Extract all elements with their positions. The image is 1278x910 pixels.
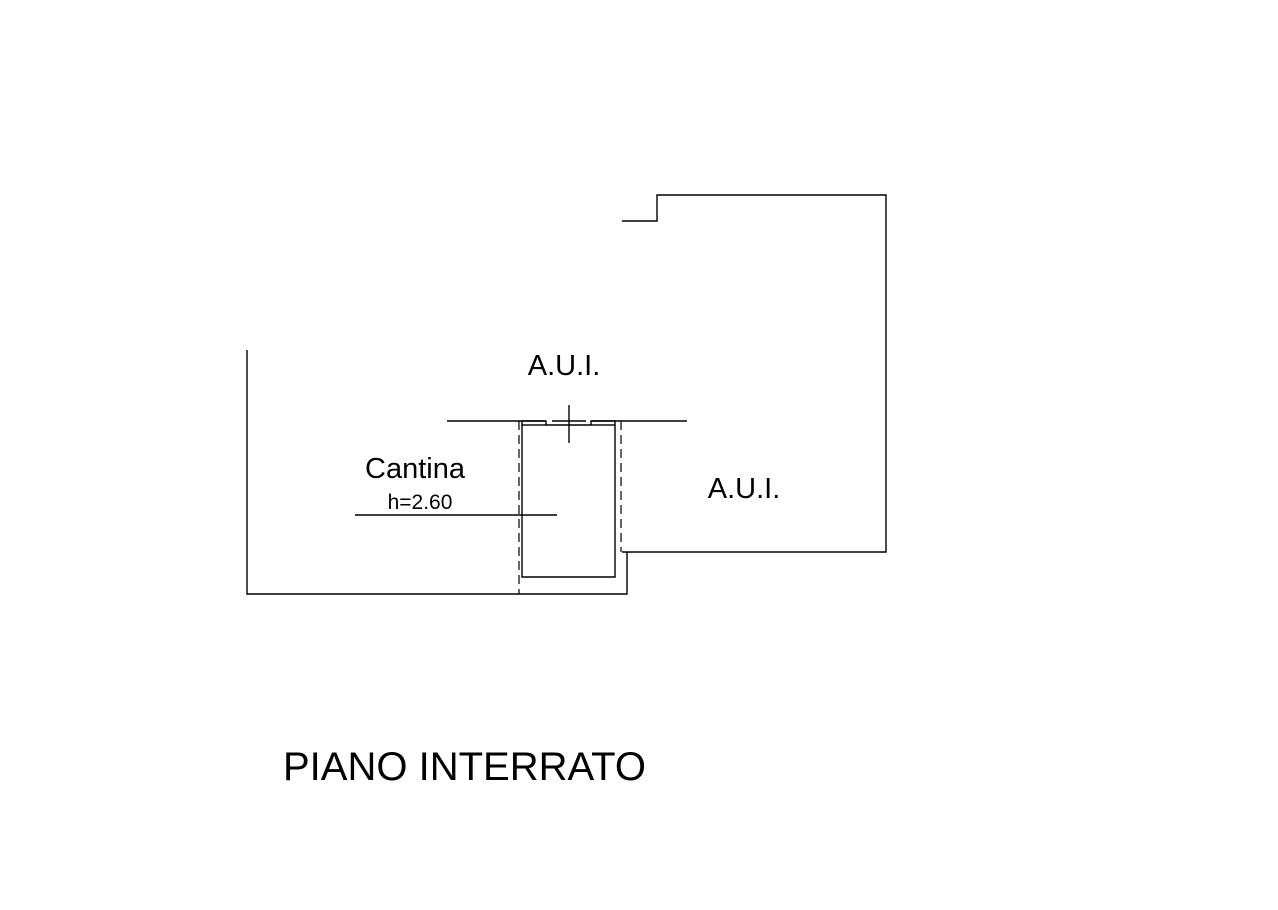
- aui-right-label: A.U.I.: [708, 473, 781, 505]
- cantina-label: Cantina: [365, 453, 466, 485]
- floor-title: PIANO INTERRATO: [283, 745, 646, 789]
- aui-top-label: A.U.I.: [528, 350, 601, 382]
- aui-right-boundary: [622, 194, 887, 553]
- left-boundary: [246, 350, 628, 595]
- door-jamb-right: [590, 420, 616, 426]
- height-label: h=2.60: [388, 491, 453, 514]
- door-jamb-left: [521, 420, 547, 426]
- cantina-room: [521, 425, 616, 578]
